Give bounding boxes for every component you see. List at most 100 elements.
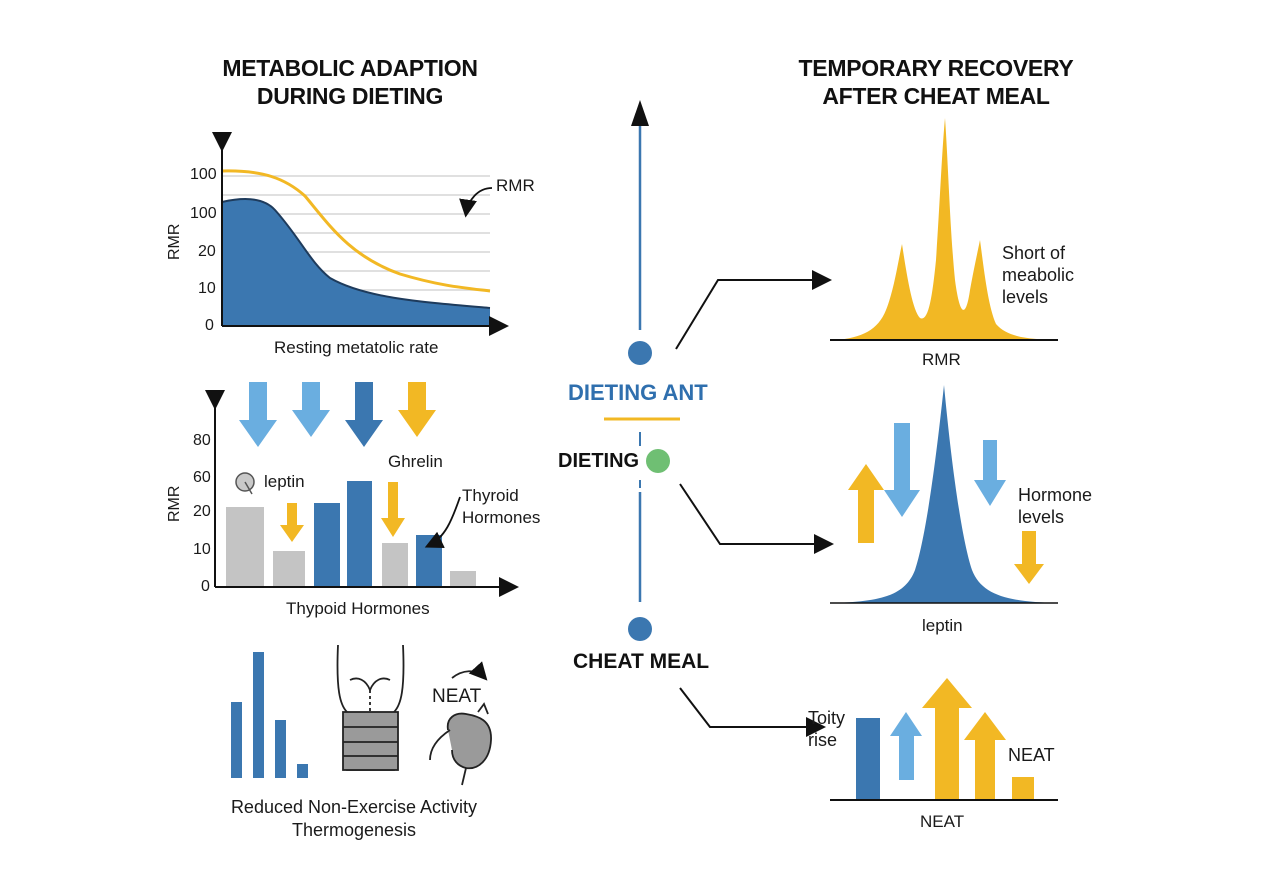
down-arrow-icon (884, 423, 920, 517)
chart1-xlabel: Resting metatolic rate (274, 338, 439, 357)
down-arrow-icon (398, 382, 436, 437)
down-arrow-icon (292, 382, 330, 437)
chart2-tick: 20 (193, 503, 211, 520)
leptin-peak-note-line: levels (1018, 507, 1065, 527)
neat-person-icon (429, 661, 492, 786)
leptin-label: leptin (264, 472, 305, 491)
neat-rise-label: NEAT (1008, 745, 1055, 765)
dieting-label: DIETING (558, 450, 640, 472)
neat-caption-line: Reduced Non-Exercise Activity (230, 797, 478, 817)
leptin-peak-xlabel: leptin (922, 616, 963, 635)
neat-rise-bars (830, 678, 1058, 801)
neat-rise-xlabel: NEAT (920, 812, 965, 831)
connector-arrow-rmr (675, 270, 832, 350)
timeline-arrowhead-icon (631, 100, 649, 126)
rmr-callout-arrow (459, 187, 493, 218)
down-arrow-icon (239, 382, 277, 447)
thyroid-callout-arrow (424, 496, 461, 548)
connector-arrow-neat (679, 687, 826, 737)
chart2-tick: 10 (193, 541, 211, 558)
left-title-line: DURING DIETING (256, 83, 444, 109)
reduced-neat-panel (231, 644, 492, 786)
chart1-ylabel: RMR (166, 223, 183, 260)
bar-gray (450, 571, 476, 587)
cheat-meal-label: CHEAT MEAL (573, 650, 710, 673)
neat-label: NEAT (432, 686, 482, 707)
down-arrow-icon (1014, 531, 1044, 584)
up-arrow-icon (964, 712, 1006, 800)
cheat-meal-dot (628, 617, 652, 641)
neat-caption: Reduced Non-Exercise Activity Thermogene… (216, 796, 492, 842)
connector-arrow-leptin (679, 483, 834, 554)
neat-rise-note-line: rise (808, 730, 838, 750)
torso-icon (336, 644, 405, 771)
leptin-recovery-peak (830, 385, 1058, 604)
leptin-peak-note: Hormone levels (1018, 484, 1092, 528)
rmr-recovery-peaks (830, 118, 1058, 341)
chart2-ylabel: RMR (166, 485, 183, 522)
rmr-area (222, 199, 490, 326)
chart1-callout-label: RMR (496, 176, 535, 195)
neat-bar (231, 702, 242, 778)
leptin-peak-note-line: Hormone (1018, 485, 1093, 505)
dieting-dot (646, 449, 670, 473)
center-timeline (604, 100, 834, 737)
rmr-peaks-area (835, 118, 1058, 340)
bar-blue (314, 503, 340, 587)
bar-blue (347, 481, 372, 587)
thyroid-label-line: Hormones (462, 508, 541, 527)
rmr-peaks-xlabel: RMR (922, 350, 961, 369)
dieting-ant-label: DIETING ANT (568, 380, 708, 405)
rmr-peaks-note-line: levels (1002, 287, 1049, 307)
leptin-peak-area (830, 385, 1058, 603)
left-title-line: METABOLIC ADAPTION (222, 55, 478, 81)
hormone-bar-chart (205, 390, 519, 597)
neat-rise-note-line: Toity (808, 708, 846, 728)
neat-rise-bar (1012, 777, 1034, 800)
rmr-peaks-note-line: Short of (1002, 243, 1066, 263)
chart2-bars (226, 481, 476, 587)
rmr-peaks-note-line: meabolic (1002, 265, 1075, 285)
up-arrow-icon (922, 678, 972, 800)
neat-bar (297, 764, 308, 778)
bar-blue (416, 535, 442, 587)
down-arrow-icon (345, 382, 383, 447)
rmr-peaks-note: Short of meabolic levels (1002, 242, 1074, 308)
chart2-tick: 80 (193, 432, 211, 449)
chart2-xlabel: Thypoid Hormones (286, 599, 430, 618)
neat-caption-line: Thermogenesis (291, 820, 417, 840)
up-arrow-icon (890, 712, 922, 780)
chart1-tick: 100 (190, 205, 217, 222)
leptin-icon (235, 472, 255, 495)
chart1-tick: 20 (198, 243, 216, 260)
neat-rise-bar (856, 718, 880, 800)
ghrelin-label: Ghrelin (388, 452, 443, 471)
down-arrow-icon (974, 440, 1006, 506)
chart1-tick: 10 (198, 280, 216, 297)
bar-gray (226, 507, 264, 587)
neat-bar (275, 720, 286, 778)
neat-rise-note: Toity rise (808, 707, 845, 751)
chart2-tick: 60 (193, 469, 211, 486)
chart2-tick: 0 (201, 578, 210, 595)
bar-gray (273, 551, 305, 587)
down-arrows-row (239, 382, 436, 447)
dieting-ant-dot (628, 341, 652, 365)
up-arrow-icon (848, 464, 884, 543)
rmr-decline-chart (212, 132, 509, 336)
rmr-yellow-line (221, 169, 491, 293)
chart1-tick: 100 (190, 166, 217, 183)
left-title: METABOLIC ADAPTION DURING DIETING (190, 54, 510, 110)
down-arrow-icon (280, 503, 304, 542)
down-arrow-icon (381, 482, 405, 537)
right-title: TEMPORARY RECOVERY AFTER CHEAT MEAL (776, 54, 1096, 110)
thyroid-label: Thyroid Hormones (462, 485, 540, 529)
chart1-tick: 0 (205, 317, 214, 334)
bar-gray (382, 543, 408, 587)
thyroid-label-line: Thyroid (462, 486, 519, 505)
neat-bar (253, 652, 264, 778)
right-title-line: TEMPORARY RECOVERY (798, 55, 1074, 81)
rmr-area-outline (221, 198, 491, 309)
right-title-line: AFTER CHEAT MEAL (822, 83, 1050, 109)
